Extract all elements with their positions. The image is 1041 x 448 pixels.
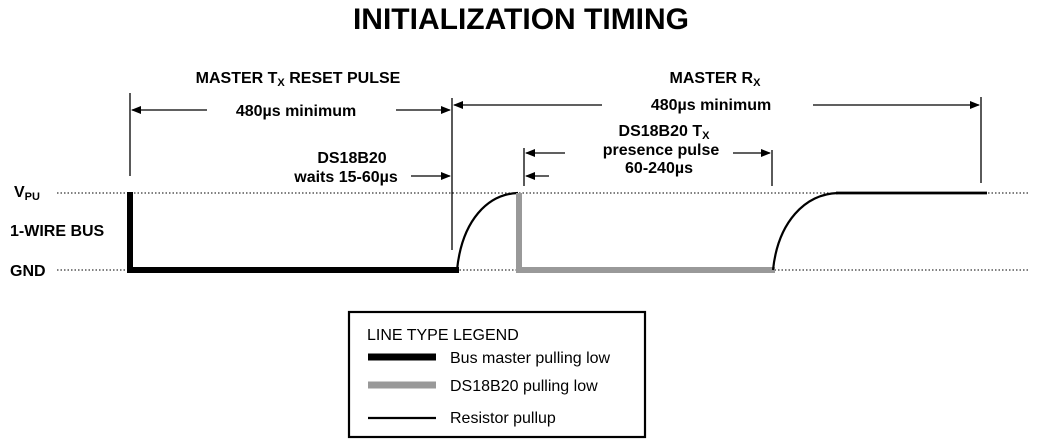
legend-label-ds18b20: DS18B20 pulling low — [450, 378, 598, 395]
ds18b20-pulling-low-segment — [516, 193, 775, 273]
ds-waits-label-line1: DS18B20 — [317, 150, 386, 167]
one-wire-bus-label: 1-WIRE BUS — [10, 223, 105, 240]
bus-master-pulling-low-segment — [127, 192, 459, 273]
reset-min-label: 480µs minimum — [236, 103, 356, 120]
resistor-pullup-rise-1 — [455, 191, 519, 271]
legend-label-bus-master: Bus master pulling low — [450, 350, 611, 367]
legend-box — [347, 310, 647, 439]
presence-label-line3: 60-240µs — [625, 160, 693, 177]
resistor-pullup-rise-2 — [771, 191, 839, 271]
line-type-legend: LINE TYPE LEGEND Bus master pulling low … — [347, 310, 647, 439]
presence-label-line2: presence pulse — [603, 142, 720, 159]
presence-label-line1: DS18B20 TX — [619, 123, 711, 142]
master-rx-label: MASTER RX — [670, 70, 762, 89]
ds-waits-label-line2: waits 15-60µs — [293, 169, 398, 186]
reset-pulse-label: MASTER TX RESET PULSE — [196, 70, 401, 89]
legend-label-resistor-pullup: Resistor pullup — [450, 410, 556, 427]
legend-title: LINE TYPE LEGEND — [367, 327, 519, 344]
vpu-label: VPU — [14, 184, 40, 203]
diagram-title: INITIALIZATION TIMING — [353, 3, 689, 36]
rx-min-label: 480µs minimum — [651, 97, 771, 114]
gnd-label: GND — [10, 263, 46, 280]
